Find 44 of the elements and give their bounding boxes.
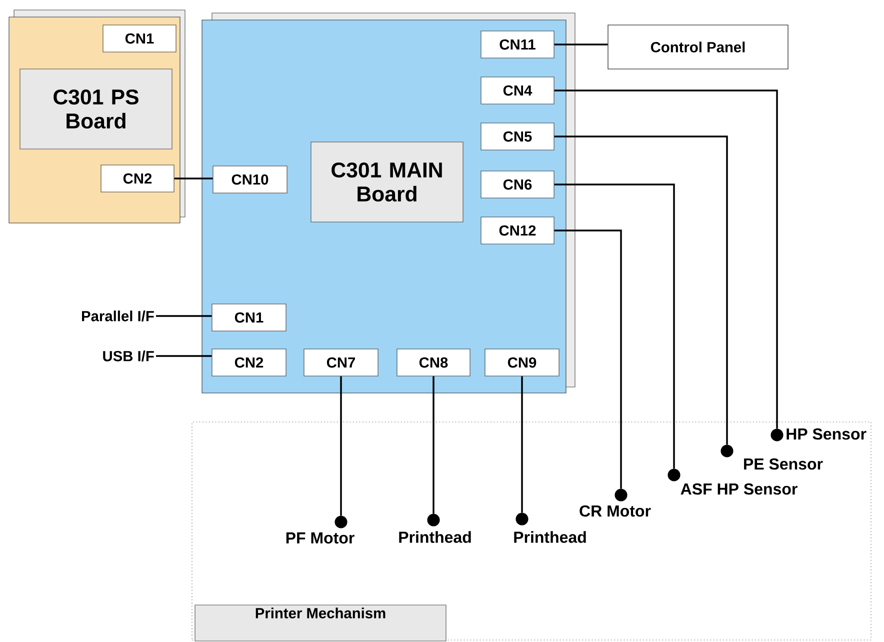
mechanism-label: Printer Mechanism — [194, 604, 446, 642]
connector-box: CN8 — [396, 348, 470, 376]
connector-box: CN2 — [100, 164, 174, 192]
component-label: PE Sensor — [744, 458, 823, 470]
connection-line — [432, 376, 434, 514]
interface-label: Parallel I/F — [82, 310, 154, 322]
connection-line — [156, 315, 212, 317]
connector-box: CN1 — [212, 304, 286, 332]
connection-line — [554, 230, 622, 489]
component-label: HP Sensor — [786, 428, 866, 440]
connection-line — [554, 136, 728, 445]
connection-dot — [334, 516, 348, 528]
connection-dot — [720, 444, 734, 458]
connector-box: CN12 — [480, 216, 554, 244]
connector-box: CN10 — [212, 166, 288, 194]
connection-line — [521, 376, 523, 513]
connector-box: CN4 — [480, 76, 554, 104]
component-label: Printhead — [399, 531, 471, 543]
component-label: Printhead — [514, 531, 586, 543]
component-label: PF Motor — [286, 532, 354, 544]
connector-box: CN2 — [212, 348, 286, 376]
connection-dot — [668, 468, 680, 482]
connector-box: CN5 — [480, 122, 554, 150]
board-label: C301 PS Board — [20, 68, 172, 150]
component-box: Control Panel — [608, 24, 788, 70]
connector-box: CN6 — [480, 170, 554, 198]
connector-box: CN9 — [484, 348, 560, 376]
connector-box: CN1 — [102, 24, 176, 52]
connection-line — [554, 90, 778, 429]
connection-line — [156, 355, 212, 357]
connector-box: CN7 — [304, 348, 378, 376]
connection-dot — [614, 488, 628, 502]
component-label: CR Motor — [580, 505, 651, 517]
board-label: C301 MAIN Board — [310, 142, 464, 222]
connection-dot — [516, 512, 528, 526]
connection-line — [174, 178, 213, 180]
interface-label: USB I/F — [103, 350, 154, 362]
connection-line — [554, 44, 608, 46]
connection-dot — [427, 514, 440, 526]
connection-dot — [770, 428, 784, 442]
component-label: ASF HP Sensor — [680, 483, 798, 495]
connection-line — [554, 184, 675, 469]
connector-box: CN11 — [480, 30, 554, 58]
connection-line — [340, 376, 342, 516]
